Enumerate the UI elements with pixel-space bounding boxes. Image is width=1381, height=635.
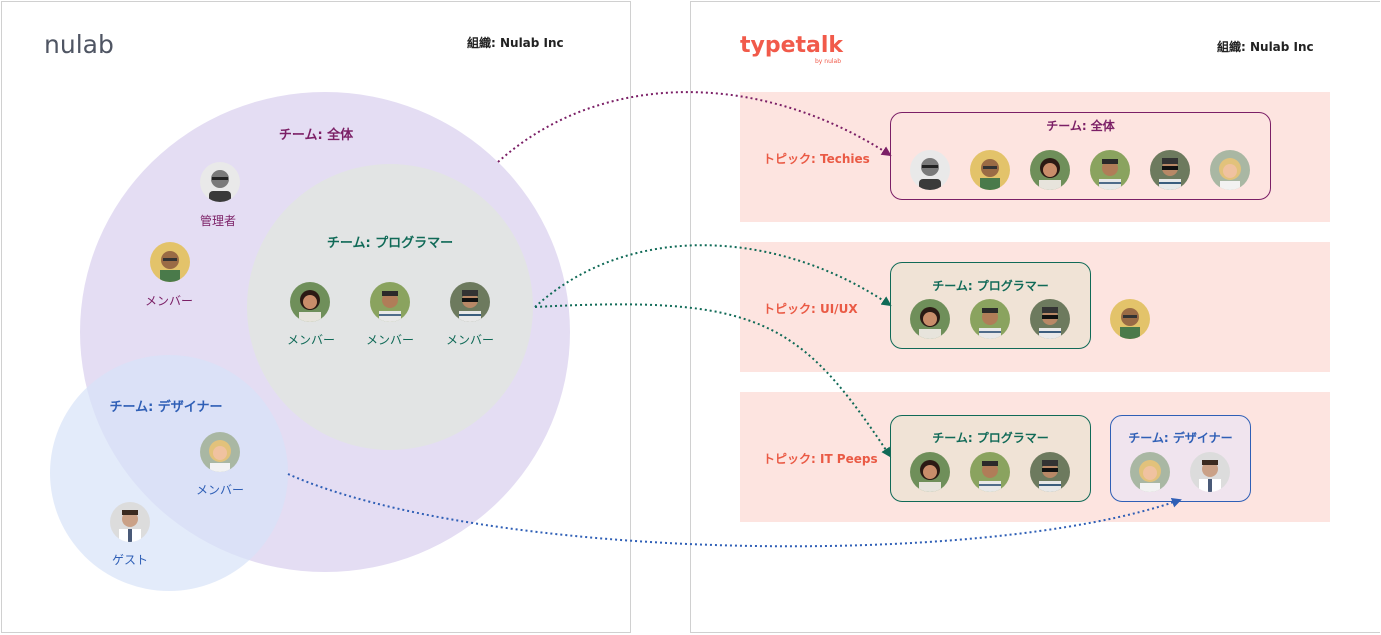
- programmer-member-label: メンバー: [365, 333, 415, 347]
- typetalk-logo: typetalk: [740, 33, 844, 58]
- avatar-member: [150, 242, 190, 282]
- team-programmer-box-title: チーム: プログラマー: [932, 279, 1049, 293]
- guest-label: ゲスト: [111, 553, 149, 567]
- avatar-programmer-1: [910, 452, 950, 492]
- team-all-title: チーム: 全体: [278, 128, 354, 143]
- avatar-programmer-3: [1030, 299, 1070, 339]
- admin-label: 管理者: [199, 214, 237, 228]
- avatar-designer: [200, 432, 240, 472]
- avatar-programmer-2: [970, 452, 1010, 492]
- avatar-programmer-3: [1150, 150, 1190, 190]
- avatar-designer: [1210, 150, 1250, 190]
- team-all-box-title: チーム: 全体: [1046, 119, 1115, 133]
- avatar-programmer-3: [450, 282, 490, 322]
- topic-it-peeps-label: トピック: IT Peeps: [763, 452, 878, 466]
- avatar-programmer-2: [370, 282, 410, 322]
- typetalk-by-nulab: by nulab: [815, 58, 842, 65]
- team-designer-title: チーム: デザイナー: [109, 400, 223, 415]
- team-programmer-box-title: チーム: プログラマー: [932, 431, 1049, 445]
- topic-uiux-label: トピック: UI/UX: [763, 302, 858, 316]
- avatar-programmer-1: [290, 282, 330, 322]
- team-designer-box-title: チーム: デザイナー: [1128, 431, 1233, 445]
- team-programmer-title: チーム: プログラマー: [326, 236, 454, 251]
- topic-it-peeps-team-designer-box: チーム: デザイナー: [1110, 415, 1251, 502]
- nulab-org-label: 組織: Nulab Inc: [467, 36, 564, 50]
- avatar-guest: [110, 502, 150, 542]
- avatar-programmer-1: [1030, 150, 1070, 190]
- designer-member-label: メンバー: [195, 483, 245, 497]
- avatar-admin: [910, 150, 950, 190]
- avatar-member: [970, 150, 1010, 190]
- avatar-guest: [1190, 452, 1230, 492]
- avatar-member: [1110, 299, 1150, 339]
- avatar-programmer-1: [910, 299, 950, 339]
- topic-techies-label: トピック: Techies: [763, 152, 870, 166]
- avatar-programmer-2: [1090, 150, 1130, 190]
- programmer-member-label: メンバー: [286, 333, 336, 347]
- member-label: メンバー: [144, 294, 194, 308]
- programmer-member-label: メンバー: [445, 333, 495, 347]
- avatar-programmer-3: [1030, 452, 1070, 492]
- avatar-designer: [1130, 452, 1170, 492]
- nulab-logo: nulab: [44, 30, 114, 59]
- team-designer-circle: [50, 355, 288, 591]
- avatar-programmer-2: [970, 299, 1010, 339]
- avatar-admin: [200, 162, 240, 202]
- typetalk-org-label: 組織: Nulab Inc: [1217, 40, 1314, 54]
